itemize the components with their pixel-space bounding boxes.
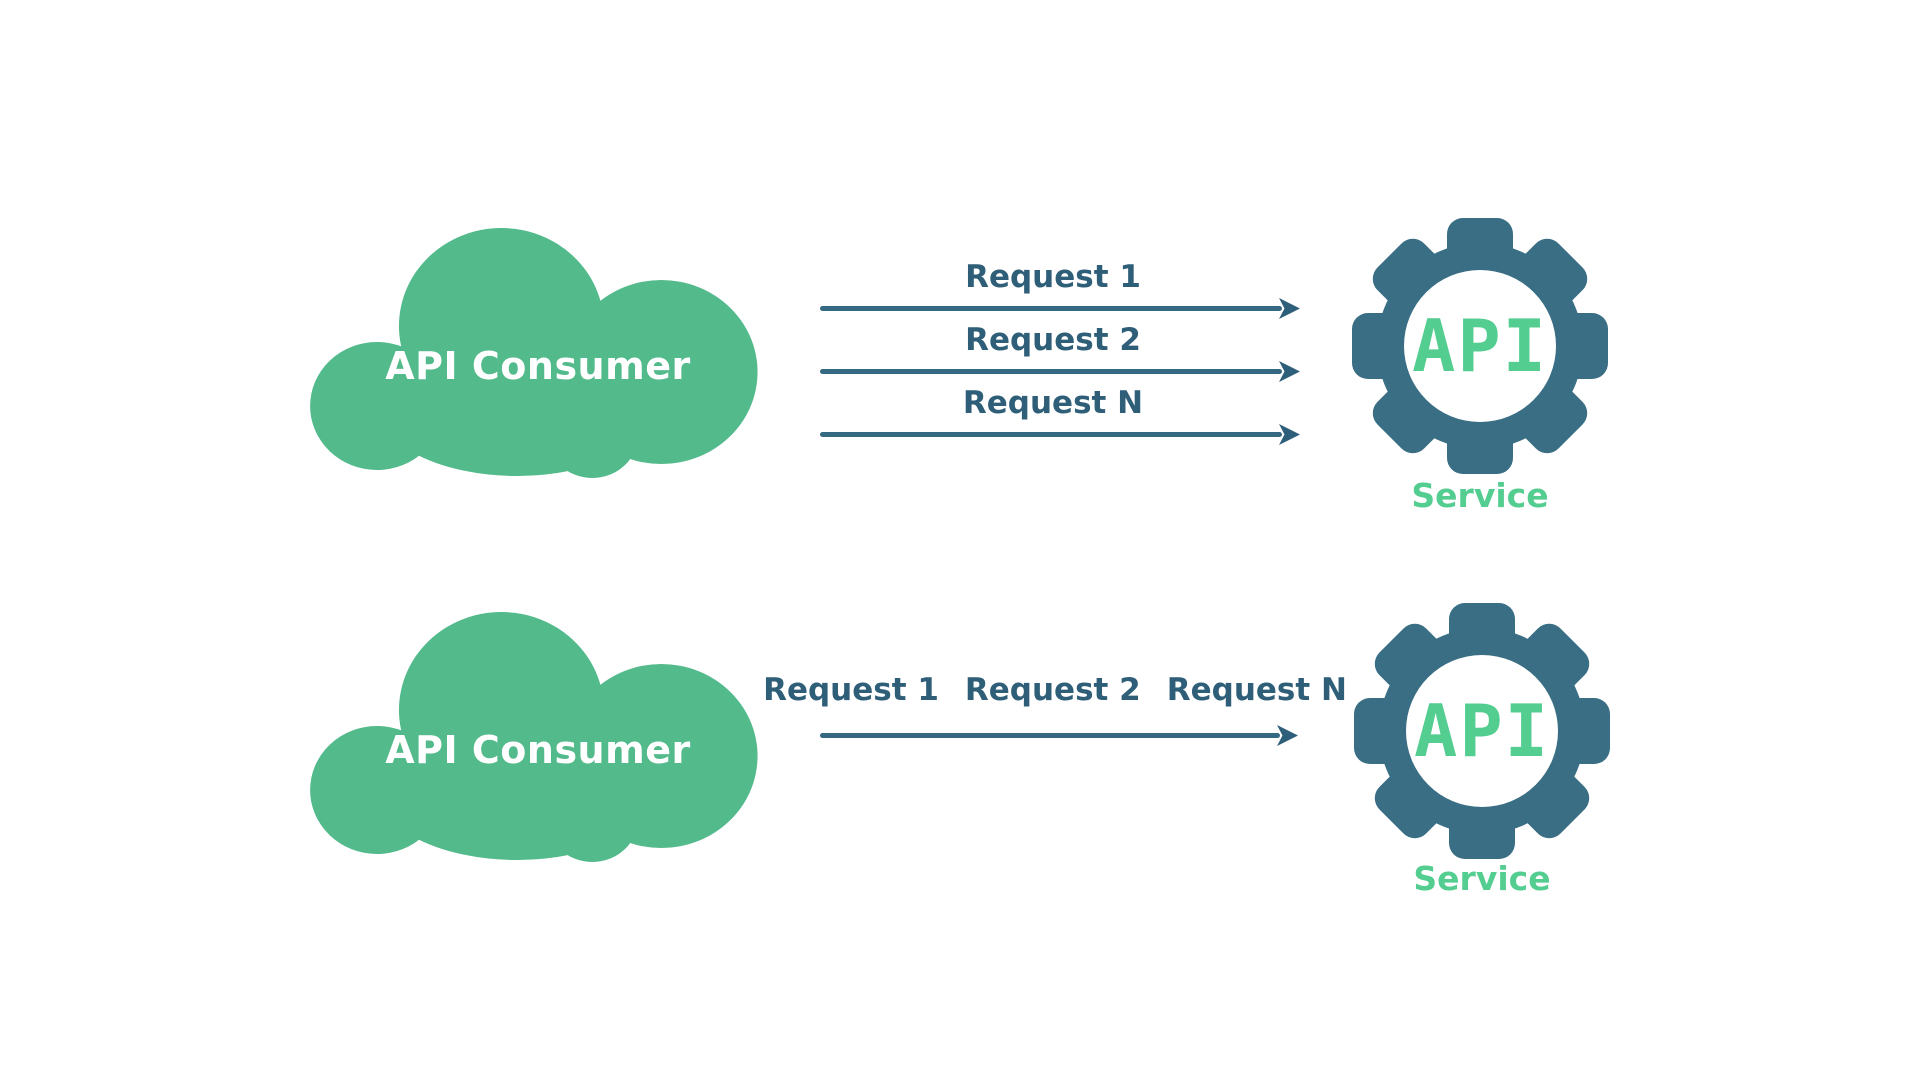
request-2-label: Request 2	[964, 672, 1141, 708]
request-1-arrow	[820, 306, 1282, 311]
request-n-arrow	[820, 432, 1282, 437]
combined-request-arrow	[820, 733, 1280, 738]
request-2-arrow	[820, 369, 1282, 374]
cloud-icon	[310, 228, 758, 478]
request-1-label: Request 1	[763, 672, 939, 708]
api-text: API	[1414, 689, 1550, 773]
gear-icon: API	[1352, 218, 1608, 474]
request-1-label: Request 1	[965, 259, 1141, 295]
request-n-label: Request N	[1166, 672, 1347, 708]
api-service-gear: API	[1350, 599, 1614, 863]
combined-request-labels: Request 1 Request 2 Request N	[763, 671, 1347, 709]
api-consumer-cloud: API Consumer	[308, 598, 768, 864]
cloud-icon	[310, 612, 758, 862]
request-n-label: Request N	[962, 385, 1144, 421]
api-consumer-label: API Consumer	[385, 344, 691, 388]
service-label: Service	[1413, 859, 1551, 898]
gear-icon: API	[1354, 603, 1610, 859]
api-consumer-label: API Consumer	[385, 728, 691, 772]
request-2-label: Request 2	[965, 322, 1141, 358]
api-consumer-cloud: API Consumer	[308, 214, 768, 480]
api-service-gear: API	[1348, 214, 1612, 478]
service-label: Service	[1411, 476, 1549, 515]
api-text: API	[1412, 304, 1548, 388]
